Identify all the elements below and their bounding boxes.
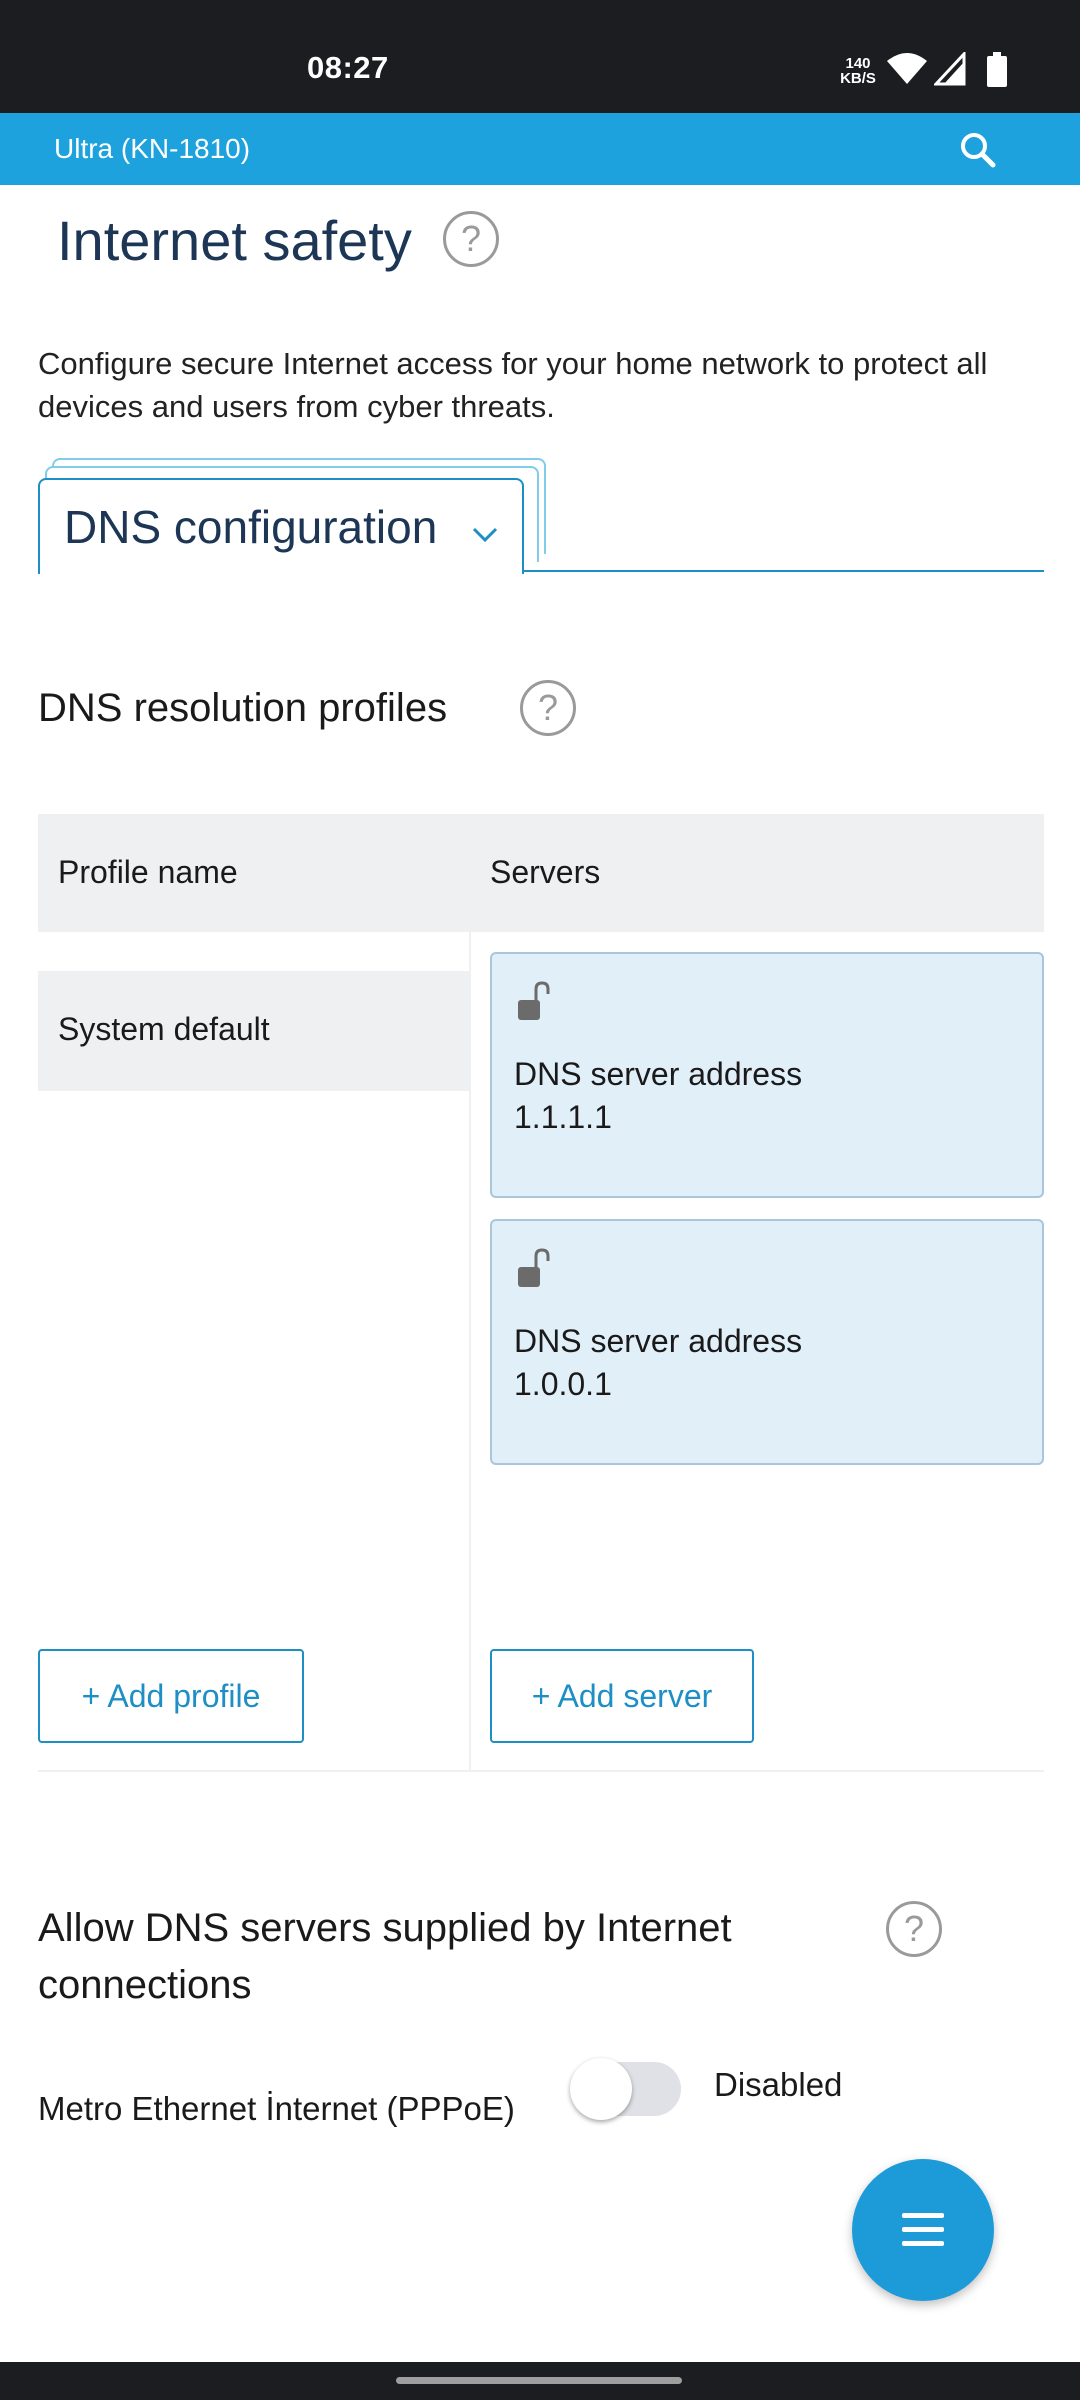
status-time: 08:27 (307, 50, 389, 85)
add-profile-button[interactable]: + Add profile (38, 1649, 304, 1743)
app-bar: Ultra (KN-1810) (0, 113, 1080, 185)
profile-row[interactable]: System default (38, 971, 469, 1091)
server-card[interactable]: DNS server address 1.0.0.1 (490, 1219, 1044, 1465)
add-server-button[interactable]: + Add server (490, 1649, 754, 1743)
hamburger-menu-icon (902, 2213, 944, 2246)
server-address: 1.1.1.1 (514, 1099, 612, 1135)
network-speed: 140 KB/S (838, 56, 878, 86)
help-icon[interactable]: ? (443, 211, 499, 267)
column-header-servers: Servers (490, 854, 601, 890)
tab-selector: DNS configuration (38, 458, 1044, 574)
server-card[interactable]: DNS server address 1.1.1.1 (490, 952, 1044, 1198)
toggle-state-label: Disabled (714, 2066, 843, 2103)
wifi-icon (887, 53, 927, 84)
section-title-profiles: DNS resolution profiles (38, 686, 448, 730)
help-icon[interactable]: ? (886, 1901, 942, 1957)
profile-name: System default (58, 1011, 270, 1047)
network-speed-unit: KB/S (840, 70, 876, 87)
unlock-icon (518, 1248, 550, 1287)
section-title-allow-dns: Allow DNS servers supplied by Internet c… (38, 1906, 732, 2007)
tab-dns-configuration[interactable]: DNS configuration (38, 478, 524, 574)
toggle-knob[interactable] (570, 2058, 632, 2120)
search-icon[interactable] (958, 130, 998, 170)
column-divider (469, 932, 471, 1770)
device-title[interactable]: Ultra (KN-1810) (54, 133, 251, 164)
unlock-icon (518, 981, 550, 1020)
server-label: DNS server address (514, 1323, 803, 1359)
column-header-profile-name: Profile name (58, 854, 238, 890)
menu-button[interactable] (852, 2159, 994, 2301)
server-address: 1.0.0.1 (514, 1366, 612, 1402)
table-header: Profile name Servers (38, 814, 1044, 932)
tab-label: DNS configuration (64, 501, 438, 553)
battery-icon (987, 52, 1007, 87)
network-speed-value: 140 (845, 55, 871, 72)
system-nav-bar (0, 2362, 1080, 2400)
page-title: Internet safety (57, 209, 412, 272)
table-bottom-divider (38, 1770, 1044, 1772)
signal-icon (934, 52, 966, 86)
help-icon[interactable]: ? (520, 680, 576, 736)
status-bar: 08:27 140 KB/S (0, 0, 1080, 113)
home-gesture-handle[interactable] (396, 2377, 682, 2384)
server-label: DNS server address (514, 1056, 803, 1092)
tab-underline (524, 570, 1044, 572)
page-description: Configure secure Internet access for you… (38, 346, 988, 424)
connection-label: Metro Ethernet İnternet (PPPoE) (38, 2090, 515, 2127)
chevron-down-icon (472, 527, 498, 543)
